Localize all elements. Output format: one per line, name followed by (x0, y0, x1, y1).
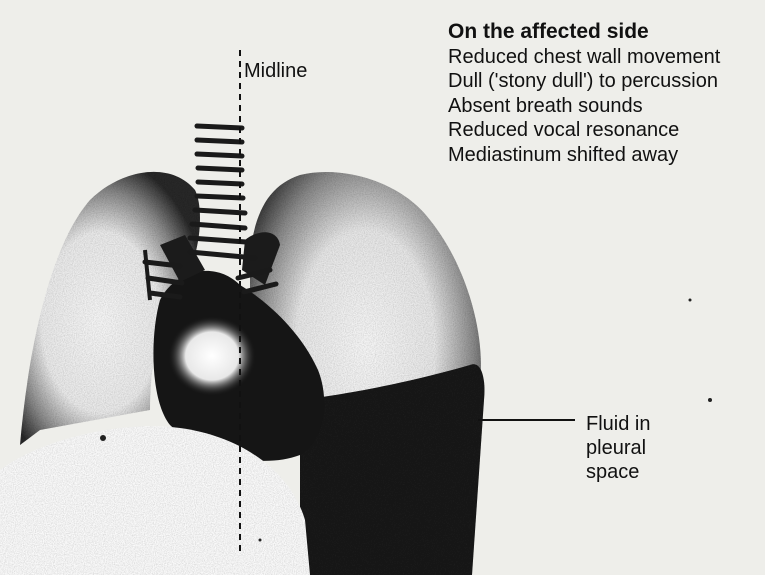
findings-heading: On the affected side (448, 20, 720, 45)
midline-label: Midline (244, 60, 307, 83)
findings-list: On the affected side Reduced chest wall … (448, 20, 720, 167)
fluid-label-line: space (586, 460, 650, 484)
fluid-label: Fluid in pleural space (586, 412, 650, 484)
finding-item: Reduced chest wall movement (448, 45, 720, 70)
finding-item: Mediastinum shifted away (448, 143, 720, 168)
finding-item: Reduced vocal resonance (448, 118, 720, 143)
fluid-label-line: Fluid in (586, 412, 650, 436)
finding-item: Absent breath sounds (448, 94, 720, 119)
finding-item: Dull ('stony dull') to percussion (448, 69, 720, 94)
heart-highlight (168, 316, 256, 396)
fluid-label-line: pleural (586, 436, 650, 460)
